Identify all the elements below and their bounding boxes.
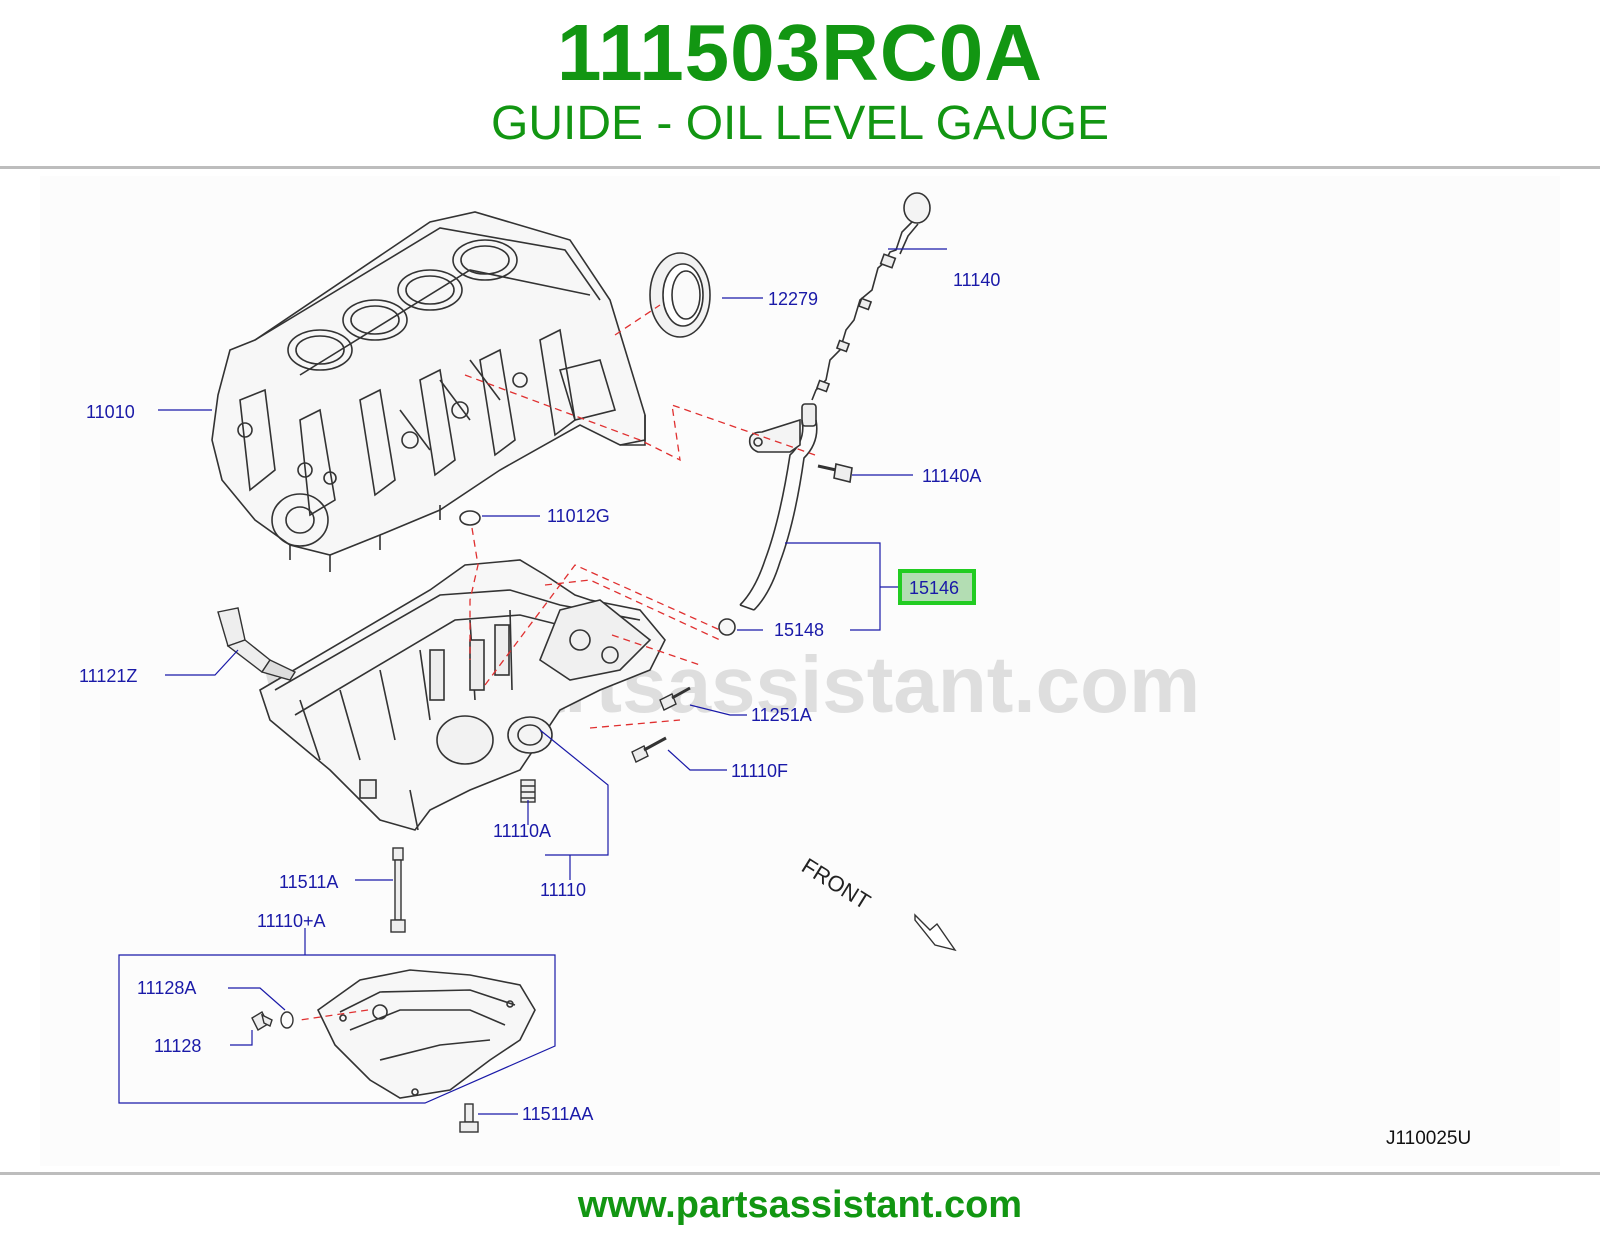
header-divider: [0, 166, 1600, 169]
leader-lines: [118, 248, 947, 1115]
o-ring: [459, 510, 481, 526]
drain-plug: [251, 1011, 273, 1031]
highlight-box-15146: [898, 569, 976, 605]
page-header: 111503RC0A GUIDE - OIL LEVEL GAUGE: [0, 0, 1600, 168]
oil-pan: [316, 969, 536, 1099]
callout-15148[interactable]: 15148: [774, 620, 824, 640]
callout-11110[interactable]: 11110: [540, 880, 586, 900]
callout-11128a[interactable]: 11128A: [137, 978, 196, 998]
callout-11110f[interactable]: 11110F: [731, 761, 788, 781]
callout-11251a[interactable]: 11251A: [751, 705, 812, 725]
engine-block: [211, 211, 646, 572]
assembly-dashed-lines: [299, 304, 816, 1021]
front-direction-arrow: [914, 913, 957, 952]
rear-oil-seal: [649, 252, 711, 338]
footer-divider: [0, 1172, 1600, 1175]
callout-11511a[interactable]: 11511A: [279, 872, 338, 892]
callout-12279[interactable]: 12279: [768, 289, 818, 309]
front-label: FRONT: [797, 853, 875, 914]
bolt-11511a: [390, 847, 406, 933]
callout-11128[interactable]: 11128: [154, 1036, 201, 1056]
callout-11140a[interactable]: 11140A: [922, 466, 981, 486]
diagram-canvas: www.partsassistant.com: [79, 192, 1471, 1149]
callout-11511aa[interactable]: 11511AA: [522, 1104, 593, 1124]
bolt-11110f: [631, 736, 667, 763]
callout-11121z[interactable]: 11121Z: [79, 666, 137, 686]
callout-11012g[interactable]: 11012G: [547, 506, 610, 526]
oil-level-gauge-guide: [718, 403, 853, 636]
part-name-subtitle: GUIDE - OIL LEVEL GAUGE: [491, 97, 1109, 150]
parts-diagram: www.partsassistant.com: [40, 176, 1560, 1166]
lower-crankcase: [259, 559, 666, 831]
callout-11110a[interactable]: 11110A: [493, 821, 551, 841]
bolt-11511aa: [459, 1103, 479, 1133]
footer-url-link[interactable]: www.partsassistant.com: [577, 1184, 1023, 1226]
drain-plug-washer: [280, 1011, 294, 1029]
bolt-11251a: [659, 686, 691, 711]
diagram-code: J110025U: [1386, 1128, 1471, 1149]
liquid-gasket-tube: [217, 607, 297, 681]
callout-11010[interactable]: 11010: [86, 402, 135, 422]
part-number-title: 111503RC0A: [557, 8, 1043, 97]
oil-level-gauge: [811, 192, 931, 401]
stud-11110a: [520, 779, 536, 803]
callout-11140[interactable]: 11140: [953, 270, 1000, 290]
callout-15146[interactable]: 15146: [909, 578, 959, 598]
callout-11110-plus-a[interactable]: 11110+A: [257, 911, 326, 931]
